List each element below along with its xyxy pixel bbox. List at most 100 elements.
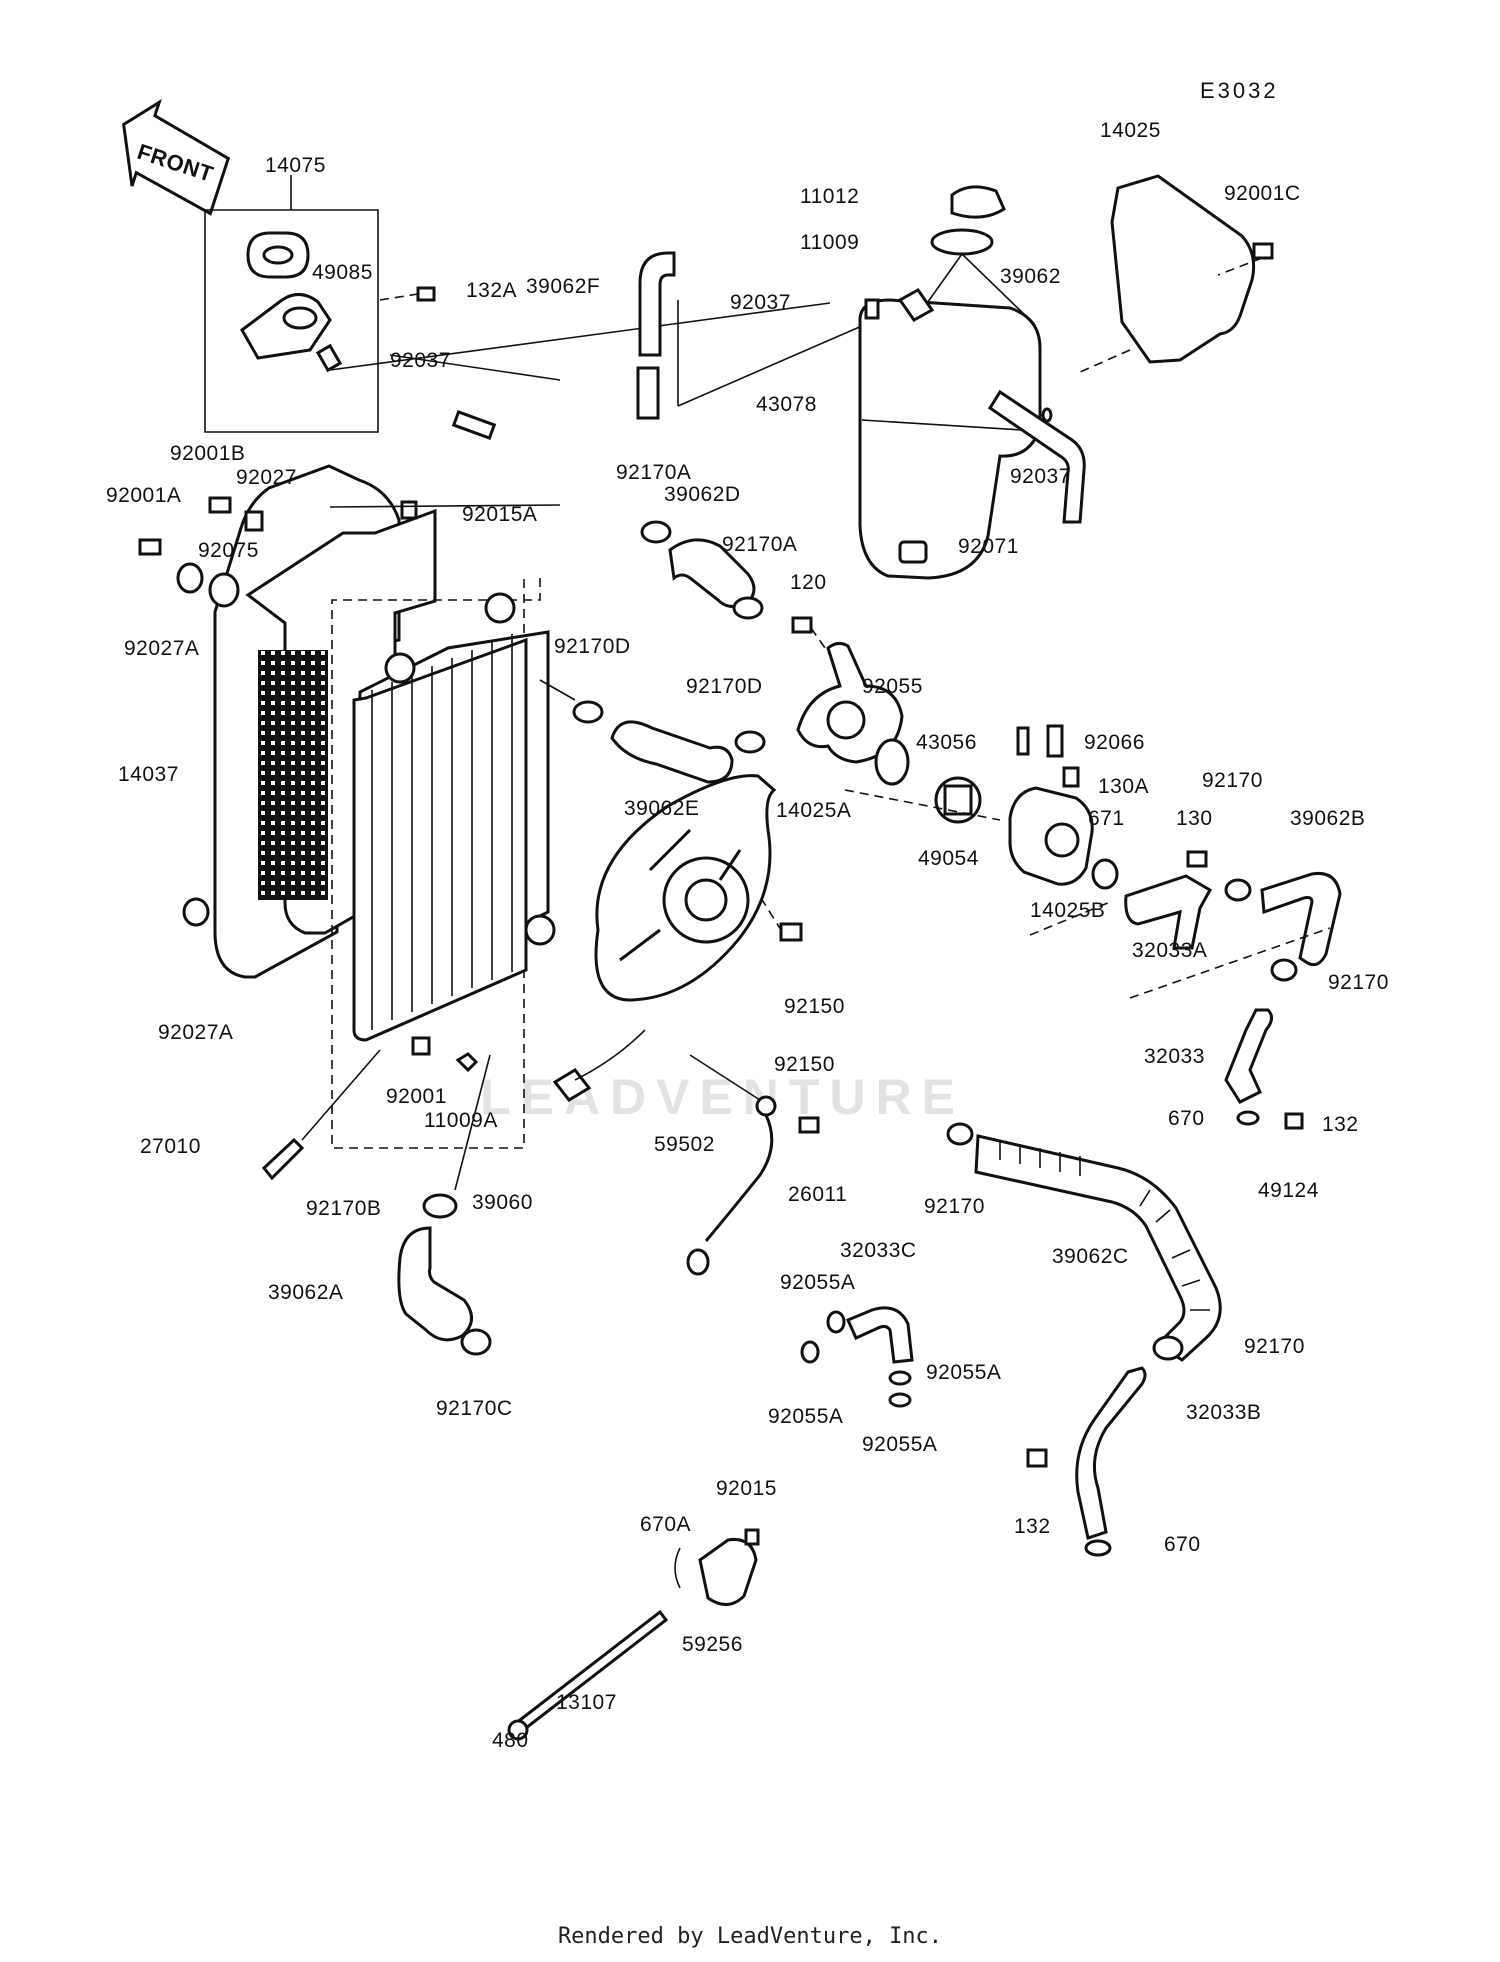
part-label-92037-b: 92037 [730,291,791,314]
clamp-92170-c-part [946,1122,974,1146]
part-label-92150-a: 92150 [784,995,845,1018]
bolt-120-part [791,616,813,634]
hose-92037-part [451,410,497,440]
clamp-92170D-left-part [572,700,604,724]
group-bracket-14075 [204,209,379,433]
part-label-14025: 14025 [1100,119,1161,142]
o-ring-92055A-d-part [888,1392,912,1408]
shroud-14025-part [1110,174,1256,364]
bolt-130A-part [1062,766,1080,788]
switch-92066-part [1046,724,1064,758]
clip-92015A-part [400,500,418,520]
filler-neck-part [240,231,343,373]
clamp-92170-b-part [1270,958,1298,982]
o-ring-670-upper-part [1236,1110,1260,1126]
footer-credit: Rendered by LeadVenture, Inc. [557,1924,943,1949]
clamp-92170D-right-part [734,730,766,754]
grille-mesh [258,650,328,900]
bolt-92001-part [411,1036,431,1056]
part-label-59256: 59256 [682,1633,743,1656]
part-label-120: 120 [790,571,827,594]
clamp-92170-a-part [1224,878,1252,902]
part-label-32033: 32033 [1144,1045,1205,1068]
part-label-92027A-b: 92027A [158,1021,234,1044]
part-label-43078: 43078 [756,393,817,416]
part-label-13107: 13107 [556,1691,617,1714]
part-label-92055A-b: 92055A [926,1361,1002,1384]
part-label-39062D: 39062D [664,483,741,506]
reservoir-tank-part [858,288,1042,580]
part-label-130A: 130A [1098,775,1150,798]
part-label-26011: 26011 [788,1183,848,1206]
o-ring-92055A-b-part [800,1340,820,1364]
fan-motor-59502-part [552,774,777,1102]
part-label-39062F: 39062F [526,275,601,298]
grommet-92075-part [208,572,240,608]
part-label-39060: 39060 [472,1191,533,1214]
part-label-132A: 132A [466,279,518,302]
radiator-core-part [352,592,556,1042]
part-label-49054: 49054 [918,847,979,870]
pipe-32033B-part [1075,1366,1147,1540]
part-label-92071: 92071 [958,535,1019,558]
reservoir-cap-part [914,185,1031,321]
part-label-92170D-b: 92170D [686,675,763,698]
bolt-132-upper-part [1284,1112,1304,1130]
washer-480-part [507,1719,529,1741]
clamp-92170A-lower-part [732,596,764,620]
part-label-671: 671 [1088,807,1125,830]
seal-670A-part [674,1547,681,1589]
part-label-92170B: 92170B [306,1197,382,1220]
part-label-92055A-a: 92055A [780,1271,856,1294]
part-label-11009: 11009 [800,231,860,254]
grommet-92027A-lower-part [182,897,210,927]
part-label-92055: 92055 [862,675,923,698]
hose-39062E-part [610,720,734,784]
part-label-132-a: 132 [1322,1113,1359,1136]
part-label-39062C: 39062C [1052,1245,1129,1268]
bolt-130-part [1186,850,1208,868]
part-label-92037-a: 92037 [390,349,451,372]
part-label-92027A: 92027A [124,637,200,660]
part-label-92027: 92027 [236,466,297,489]
bolt-92001A-part [138,538,162,556]
grommet-92071-part [898,540,928,564]
part-label-39062A: 39062A [268,1281,344,1304]
part-label-480: 480 [492,1729,529,1752]
part-label-92170A-a: 92170A [616,461,692,484]
part-label-92037-c: 92037 [1010,465,1071,488]
part-label-130: 130 [1176,807,1213,830]
collar-92027-part [244,510,264,532]
part-label-92170-a: 92170 [1202,769,1263,792]
part-label-670-a: 670 [1168,1107,1205,1130]
part-label-92001B: 92001B [170,442,246,465]
sensor-43056-part [1016,726,1030,756]
part-label-670A: 670A [640,1513,692,1536]
part-label-39062B: 39062B [1290,807,1366,830]
part-label-92075: 92075 [198,539,259,562]
part-label-14037: 14037 [118,763,179,786]
part-label-92170-d: 92170 [1244,1335,1305,1358]
washer-11009A-part [455,1052,479,1073]
bolt-92150-lower-part [798,1116,820,1134]
pipe-32033A-part [1124,874,1213,950]
part-label-11009A: 11009A [424,1109,498,1132]
clamp-92170B-part [422,1193,458,1219]
part-label-92055A-c: 92055A [768,1405,844,1428]
part-label-39062: 39062 [1000,265,1061,288]
impeller-59256-part [698,1537,758,1606]
front-arrow-icon: FRONT [122,98,231,216]
bolt-92001B-part [208,496,232,514]
part-label-32033B: 32033B [1186,1401,1262,1424]
o-ring-92055-part [874,738,910,786]
bolt-132-lower-part [1026,1448,1048,1468]
part-label-92055A-d: 92055A [862,1433,938,1456]
part-label-32033C: 32033C [840,1239,917,1262]
part-label-92001: 92001 [386,1085,447,1108]
part-label-92015: 92015 [716,1477,777,1500]
clamp-92170C-part [460,1328,492,1356]
hose-39062F-part [638,251,676,357]
hose-39062-part [987,389,1086,524]
